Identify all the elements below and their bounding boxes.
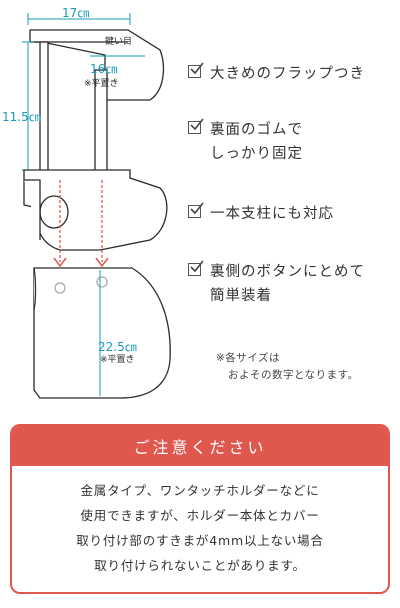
caution-box: ご注意ください 金属タイプ、ワンタッチホルダーなどに 使用できますが、ホルダー本…	[10, 424, 390, 594]
caution-title: ご注意ください	[12, 426, 388, 466]
feature-label: しっかり固定	[210, 146, 303, 162]
width-dimension-line	[27, 13, 131, 25]
attach-arrows	[59, 180, 103, 262]
checkbox-icon	[188, 118, 204, 134]
feature-label: 一本支柱にも対応	[210, 206, 334, 222]
feature-label: 裏側のボタンにとめて	[210, 264, 365, 280]
caution-body: 金属タイプ、ワンタッチホルダーなどに 使用できますが、ホルダー本体とカバー 取り…	[12, 466, 388, 578]
feature-label: 簡単装着	[210, 288, 272, 304]
height-dimension-line	[22, 41, 34, 171]
checkbox-icon	[188, 202, 204, 218]
feature-item: 裏面のゴムで しっかり固定	[188, 118, 303, 166]
arrow-heads	[53, 257, 109, 268]
checkbox-icon	[188, 62, 204, 78]
feature-item: 裏側のボタンにとめて 簡単装着	[188, 260, 365, 308]
checkbox-icon	[188, 260, 204, 276]
cover-note-label: ※平置き	[100, 355, 135, 365]
product-diagram	[22, 13, 171, 399]
caution-line: 金属タイプ、ワンタッチホルダーなどに	[80, 483, 320, 498]
feature-item: 大きめのフラップつき	[188, 62, 365, 86]
caution-line: 取り付け部のすきまが4mm以上ない場合	[76, 533, 324, 548]
lock-label: 鍵い目	[105, 37, 133, 47]
feature-item: 一本支柱にも対応	[188, 202, 334, 226]
feature-label: 裏面のゴムで	[210, 122, 303, 138]
caution-line: 取り付けられないことがあります。	[94, 558, 306, 573]
cover-shape	[33, 267, 171, 399]
note-line: およその数字となります。	[228, 369, 359, 381]
paper-holder-shape	[23, 169, 168, 251]
feature-label: 大きめのフラップつき	[210, 66, 365, 82]
flap-note-label: ※平置き	[84, 79, 119, 89]
height-label: 11.5㎝	[2, 110, 41, 124]
flap-width-label: 16㎝	[90, 62, 118, 76]
size-note: ※各サイズは およその数字となります。	[216, 350, 359, 384]
note-line: ※各サイズは	[216, 352, 280, 364]
cover-width-label: 22.5㎝	[98, 340, 137, 354]
width-label: 17㎝	[62, 6, 90, 20]
caution-line: 使用できますが、ホルダー本体とカバー	[80, 508, 320, 523]
